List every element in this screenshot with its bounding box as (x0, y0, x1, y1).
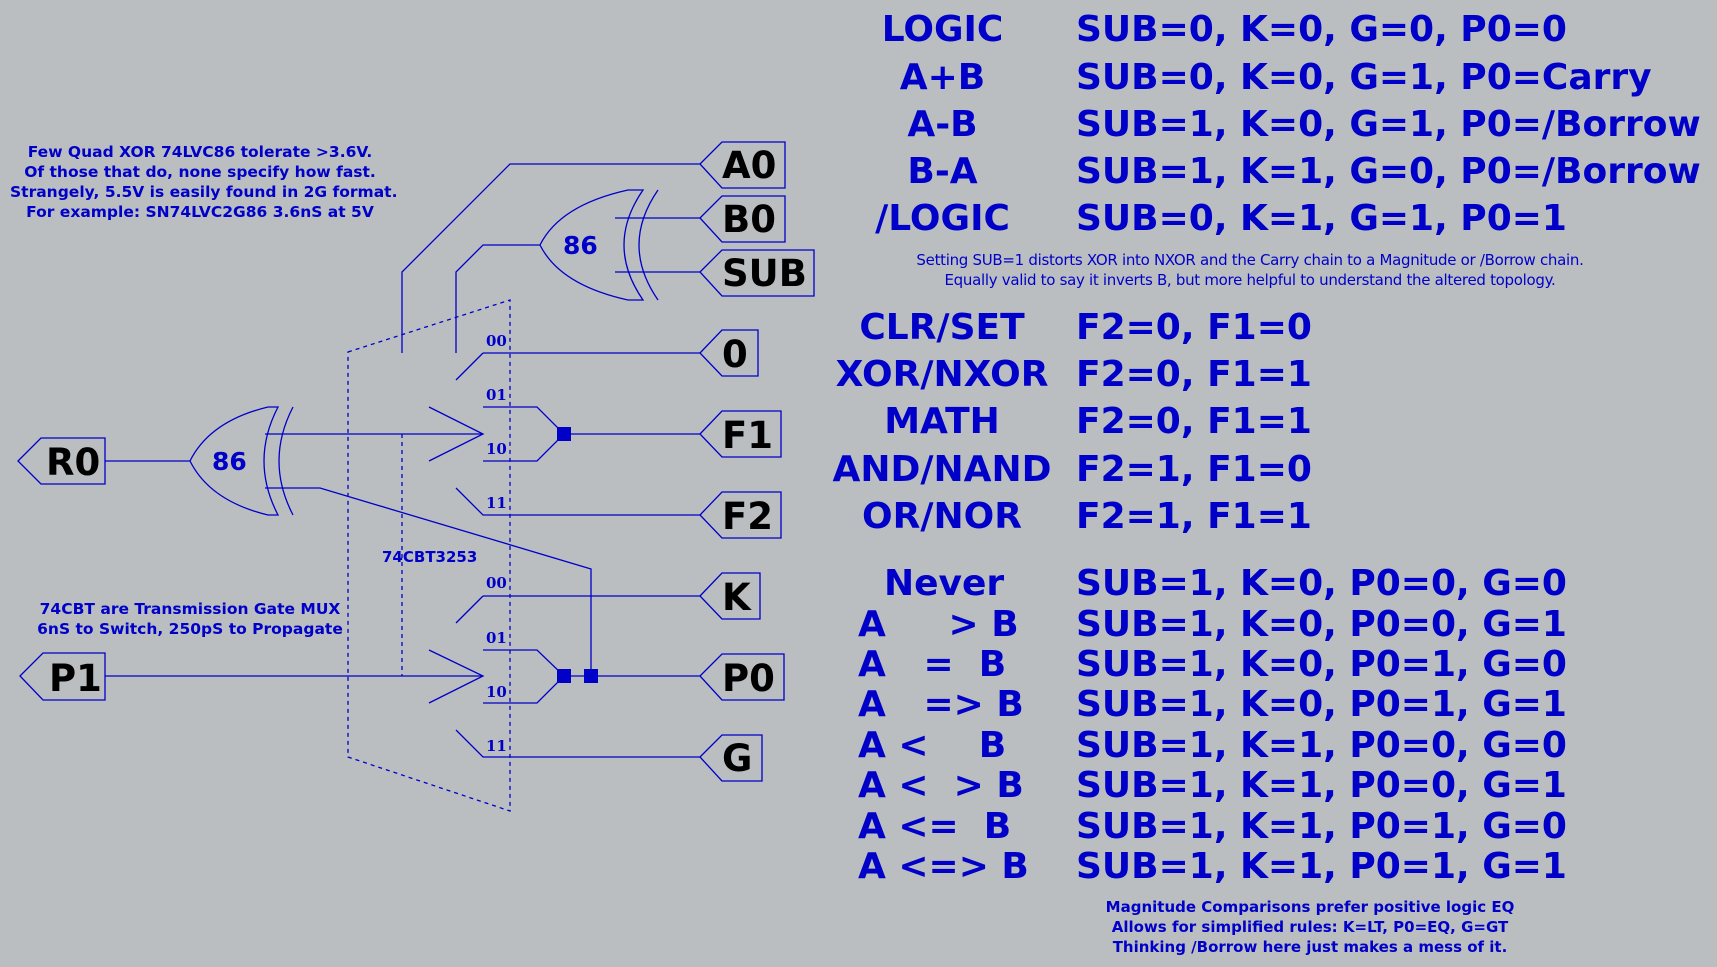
mux-note: 74CBT are Transmission Gate MUX 6nS to S… (20, 599, 360, 639)
compare-setting: SUB=1, K=0, P0=0, G=1 (1076, 604, 1567, 645)
compare-label: A < > B (858, 765, 1024, 806)
mode-label: XOR/NXOR (835, 354, 1049, 395)
mode-setting: SUB=1, K=0, G=1, P0=/Borrow (1076, 104, 1701, 145)
modes-note: Setting SUB=1 distorts XOR into NXOR and… (830, 250, 1670, 290)
note-line: Setting SUB=1 distorts XOR into NXOR and… (916, 251, 1584, 269)
pin-label: 11 (486, 737, 507, 755)
flag-label: K (722, 576, 752, 619)
flag-label: F2 (722, 495, 773, 538)
mode-label: MATH (884, 401, 1000, 442)
bottom-xor-label: 86 (212, 447, 247, 476)
flag-label: 0 (722, 333, 748, 376)
note-line: Thinking /Borrow here just makes a mess … (1112, 938, 1508, 956)
top-xor-label: 86 (563, 231, 598, 260)
mode-setting: SUB=0, K=1, G=1, P0=1 (1076, 198, 1567, 239)
compare-setting: SUB=1, K=1, P0=1, G=1 (1076, 846, 1567, 887)
note-line: 6nS to Switch, 250pS to Propagate (37, 620, 343, 638)
pin-label: 10 (486, 683, 507, 701)
note-line: Magnitude Comparisons prefer positive lo… (1105, 898, 1515, 916)
mode-setting: F2=0, F1=1 (1076, 354, 1312, 395)
flag-g: G (699, 734, 763, 782)
mux-chip-label: 74CBT3253 (382, 548, 477, 566)
f2-wire (455, 487, 700, 516)
note-line: For example: SN74LVC2G86 3.6nS at 5V (26, 203, 374, 221)
compare-label: A => B (858, 684, 1024, 725)
note-line: Few Quad XOR 74LVC86 tolerate >3.6V. (27, 143, 373, 161)
mode-setting: SUB=1, K=1, G=0, P0=/Borrow (1076, 151, 1701, 192)
mode-setting: SUB=0, K=0, G=0, P0=0 (1076, 9, 1567, 50)
compare-label: A <=> B (858, 846, 1029, 887)
compare-label: A > B (858, 604, 1019, 645)
xor-back-arc (278, 406, 294, 516)
compare-label: A = B (858, 644, 1007, 685)
pin-label: 00 (486, 574, 507, 592)
mode-label: OR/NOR (862, 496, 1022, 537)
flag-sub: SUB (699, 249, 815, 297)
compare-setting: SUB=1, K=0, P0=1, G=0 (1076, 644, 1567, 685)
pin-label: 10 (486, 440, 507, 458)
mode-label: AND/NAND (832, 449, 1052, 490)
compare-setting: SUB=1, K=0, P0=1, G=1 (1076, 684, 1567, 725)
flag-f2: F2 (699, 491, 782, 539)
bottom-xor-gate: 86 (189, 406, 294, 516)
mux-stub-00 (455, 595, 484, 624)
mux-arrow-lower (428, 649, 485, 704)
flag-label: SUB (722, 252, 807, 295)
xor-input-b-wire (265, 487, 592, 676)
xor-body (189, 406, 280, 516)
compare-setting: SUB=1, K=1, P0=0, G=1 (1076, 765, 1567, 806)
flag-p0: P0 (699, 653, 785, 701)
compare-setting: SUB=1, K=1, P0=1, G=0 (1076, 806, 1567, 847)
mux-stub-00 (455, 352, 484, 381)
mode-label: CLR/SET (859, 307, 1025, 348)
mode-label: A+B (899, 57, 986, 98)
mode-setting: SUB=0, K=0, G=1, P0=Carry (1076, 57, 1652, 98)
compare-label: A <= B (858, 806, 1012, 847)
flag-f1: F1 (699, 410, 782, 458)
top-xor-gate: 86 (539, 189, 659, 301)
flag-p1: P1 (19, 652, 106, 701)
flag-label: P0 (722, 657, 775, 700)
g-wire (455, 729, 700, 758)
compare-label: A < B (858, 725, 1007, 766)
flag-label: A0 (722, 144, 776, 187)
pin-label: 11 (486, 494, 507, 512)
flag-label: G (722, 737, 752, 780)
mode-label: A-B (907, 104, 978, 145)
note-line: Equally valid to say it inverts B, but m… (944, 271, 1556, 289)
flag-zero: 0 (699, 329, 759, 377)
compare-setting: SUB=1, K=1, P0=0, G=0 (1076, 725, 1567, 766)
flag-b0: B0 (699, 195, 786, 243)
xor-back-arc (638, 189, 659, 301)
note-line: Of those that do, none specify how fast. (24, 163, 376, 181)
flag-label: R0 (46, 441, 100, 484)
top-xor-output-wire (455, 244, 540, 353)
flag-label: P1 (49, 657, 102, 700)
compare-setting: SUB=1, K=0, P0=0, G=0 (1076, 563, 1567, 604)
mode-label: /LOGIC (875, 198, 1010, 239)
pin-label: 01 (486, 629, 507, 647)
flag-label: F1 (722, 414, 773, 457)
mode-setting: F2=0, F1=1 (1076, 401, 1312, 442)
mode-label: LOGIC (881, 9, 1004, 50)
a0-wire (401, 163, 700, 353)
compare-label: Never (884, 563, 1005, 604)
mode-label: B-A (907, 151, 978, 192)
mode-setting: F2=1, F1=1 (1076, 496, 1312, 537)
flag-a0: A0 (699, 141, 786, 189)
xor-note: Few Quad XOR 74LVC86 tolerate >3.6V. Of … (10, 142, 398, 222)
compare-note: Magnitude Comparisons prefer positive lo… (1060, 897, 1560, 957)
pin-label: 00 (486, 332, 507, 350)
xor-body (539, 189, 645, 301)
flag-label: B0 (722, 198, 776, 241)
note-line: Strangely, 5.5V is easily found in 2G fo… (10, 183, 398, 201)
pin-label: 01 (486, 386, 507, 404)
mode-setting: F2=0, F1=0 (1076, 307, 1312, 348)
flag-r0: R0 (17, 437, 106, 485)
note-line: Allows for simplified rules: K=LT, P0=EQ… (1111, 918, 1509, 936)
flag-k: K (699, 572, 761, 620)
note-line: 74CBT are Transmission Gate MUX (39, 600, 341, 618)
mode-setting: F2=1, F1=0 (1076, 449, 1312, 490)
